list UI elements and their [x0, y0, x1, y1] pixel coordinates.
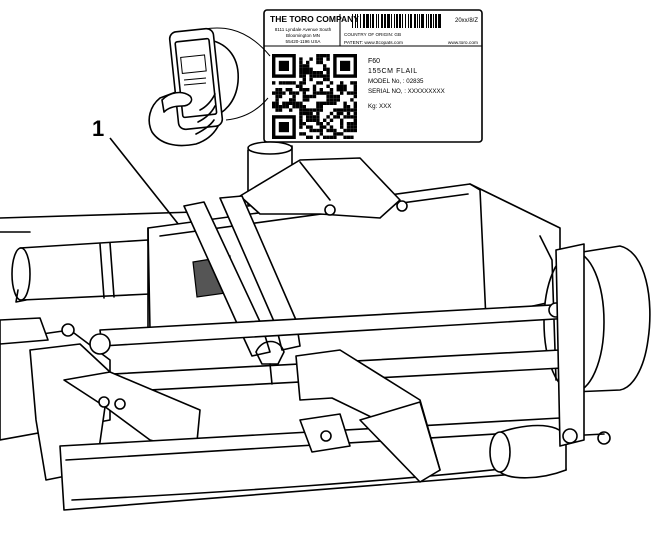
label-model-number: MODEL No, : 02835 — [368, 78, 424, 85]
label-serial-number: SERIAL NO, : XXXXXXXXX — [368, 88, 445, 95]
label-weight: Kg: XXX — [368, 103, 391, 110]
serial-number-label: THE TORO COMPANY 8111 Lyndale Avenue Sou… — [263, 9, 483, 143]
label-address-line-1: 8111 Lyndale Avenue South — [275, 27, 332, 32]
smartphone — [168, 27, 224, 131]
callout-number: 1 — [92, 116, 104, 141]
label-product-code: F60 — [368, 58, 380, 65]
label-address-line-3: 55420-1196 USA — [286, 39, 322, 44]
label-patent: PATENT: www.ttcopats.com — [344, 40, 403, 46]
label-barcode — [352, 14, 441, 28]
label-website: www.toro.com — [448, 40, 478, 46]
flail-mower-illustration — [0, 141, 651, 511]
label-address-line-2: Bloomington MN — [286, 33, 320, 38]
hand-with-phone-illustration — [148, 27, 271, 147]
label-product-name: 155CM FLAIL — [368, 68, 418, 75]
label-company-name: THE TORO COMPANY — [270, 14, 359, 24]
label-qr-code — [272, 54, 357, 139]
label-date-code: 20xx/8/Z — [455, 18, 478, 24]
label-country-of-origin: COUNTRY OF ORIGIN: GB — [344, 32, 401, 37]
